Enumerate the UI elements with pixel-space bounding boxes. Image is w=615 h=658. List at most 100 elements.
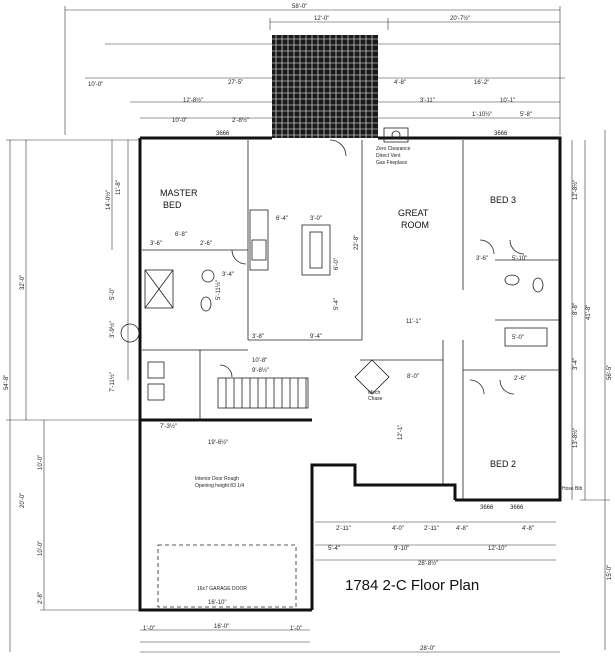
note-mech-1: Mech: [368, 390, 380, 396]
dim-kitchen-c: 6'-0": [334, 258, 340, 270]
dim-top-mid-b: 4'-8": [394, 80, 406, 86]
room-label-great-2: ROOM: [401, 220, 429, 230]
dim-kitchen-e: 9'-4": [310, 334, 322, 340]
dim-left-f: 10'-0": [38, 455, 44, 470]
dim-left-d: 3'-9½": [109, 321, 116, 338]
note-mech-2: Chase: [368, 396, 383, 402]
dim-kitchen-d: 5'-4": [334, 298, 340, 310]
dim-bottom-row2-c: 12'-10": [488, 546, 507, 552]
master-bath-fixtures: [120, 269, 215, 343]
dim-bed3-a: 3'-6": [476, 256, 488, 262]
laundry-fixtures: [147, 361, 165, 401]
dim-right-a: 12'-8½": [572, 180, 579, 200]
fireplace: [383, 127, 409, 143]
dimension-lines-left: [6, 139, 140, 652]
dim-top-right-c: 3'-11": [420, 98, 435, 104]
dimension-text-right: 56'-5" 12'-8½" 41'-8" 8'-8" 3'-4" 13'-8½…: [572, 180, 613, 580]
dim-bottom-row1-b: 4'-0": [392, 526, 404, 532]
dim-bottom-row1-a: 2'-11": [336, 526, 351, 532]
mech-chase: [354, 359, 390, 395]
dim-great-a: 22'-8": [354, 235, 360, 250]
dim-top-right-e: 1'-10½": [472, 111, 492, 118]
dim-bed2-b: 5'-0": [512, 335, 524, 341]
dim-stairs-a: 10'-8": [252, 358, 267, 364]
dim-bottom-row1-e: 4'-8": [522, 526, 534, 532]
dim-top-right-d: 10'-1": [500, 98, 515, 104]
dim-bottom-garage-a: 1'-0": [143, 626, 155, 632]
dim-bottom-garage-c: 1'-0": [290, 626, 302, 632]
dim-bed3-b: 5'-10": [512, 256, 527, 262]
note-fireplace-3: Gas Fireplace: [376, 160, 407, 166]
dim-left-b: 11'-8": [116, 180, 122, 195]
stairs: [217, 377, 309, 409]
dim-top-overall: 58'-0": [292, 4, 307, 10]
dim-top-right-f: 5'-8": [520, 112, 532, 118]
dim-right-overall: 56'-5": [607, 365, 613, 380]
dimension-text-bottom: 2'-11" 4'-0" 2'-11" 4'-8" 4'-8" 5'-4" 9'…: [143, 526, 534, 652]
dim-top-right-a: 20'-7½": [450, 15, 470, 22]
dim-bottom-row1-c: 2'-11": [424, 526, 439, 532]
dim-garage-top: 19'-6½": [208, 439, 228, 446]
dimension-text-interior: 6'-4" 3'-0" 6'-0" 5'-4" 9'-4" 3'-8" 22'-…: [150, 131, 527, 511]
dim-bath-a: 3'-4": [222, 272, 234, 278]
dim-garage-left: 7'-3½": [160, 423, 177, 430]
room-label-bed3: BED 3: [490, 195, 516, 205]
exterior-walls: [138, 136, 562, 612]
dim-left-c: 5'-0": [110, 288, 116, 300]
note-garage-door: 16x7 GARAGE DOOR: [197, 586, 247, 592]
dim-bottom-garage-w: 16'-10": [208, 600, 227, 606]
dim-kitchen-a: 6'-4": [276, 216, 288, 222]
dimension-lines-right: [571, 130, 610, 650]
note-garage-1: Interior Door Rough: [195, 476, 239, 482]
dim-kitchen-f: 3'-8": [252, 334, 264, 340]
dim-window-1: 3666: [216, 131, 230, 137]
dim-top-left-b: 12'-8½": [183, 97, 203, 104]
kitchen-island: [249, 209, 331, 276]
dim-left-g: 20'-0": [20, 493, 26, 508]
dim-left-a: 14'-0½": [105, 190, 112, 210]
dim-bottom-row2-a: 5'-4": [328, 546, 340, 552]
note-garage-2: Opening height 83 1/4: [195, 483, 244, 489]
note-fireplace-2: Direct Vent: [376, 153, 401, 159]
note-fireplace-1: Zero Clearance: [376, 146, 411, 152]
room-label-master-2: BED: [163, 200, 182, 210]
dim-top-left-c: 10'-0": [172, 118, 187, 124]
dim-bath-b: 5'-11½": [215, 280, 222, 300]
dim-left-upper: 32'-0": [20, 275, 26, 290]
dim-top-porch: 12'-0": [314, 16, 329, 22]
dim-bottom-row1-d: 4'-8": [456, 526, 468, 532]
dim-master-b: 3'-6": [150, 241, 162, 247]
dim-bottom-overall: 28'-0": [420, 646, 435, 652]
interior-walls: [142, 140, 560, 500]
dim-left-e: 7'-11½": [109, 372, 116, 392]
dim-left-i: 2'-8": [38, 592, 44, 604]
dim-right-b: 41'-8": [586, 305, 592, 320]
dim-bed2-a: 2'-6": [514, 376, 526, 382]
dim-right-d: 3'-4": [573, 358, 579, 370]
hall-bath-fixtures: [504, 274, 548, 347]
dim-bottom-row3: 28'-8½": [418, 560, 438, 567]
dim-master-c: 2'-6": [200, 241, 212, 247]
room-labels: MASTER BED GREAT ROOM BED 3 BED 2: [160, 188, 516, 469]
garage-door: [157, 544, 297, 608]
room-label-master: MASTER: [160, 188, 198, 198]
note-hose-bib: Hose Bib: [562, 486, 583, 492]
room-label-bed2: BED 2: [490, 459, 516, 469]
dimension-lines-bottom: [140, 521, 560, 653]
dim-window-2: 3666: [494, 131, 508, 137]
dim-top-left-d: 2'-8½": [232, 117, 249, 124]
dim-bottom-garage-b: 16'-0": [214, 624, 229, 630]
dim-right-c: 8'-8": [573, 303, 579, 315]
dim-top-left-a: 10'-0": [88, 82, 103, 88]
dim-stairs-b: 9'-8½": [252, 367, 269, 374]
dim-hall-b: 8'-0": [407, 374, 419, 380]
dim-window-4: 3666: [510, 505, 524, 511]
dimension-text-top: 58'-0" 12'-0" 20'-7½" 10'-0" 27'-5" 4'-8…: [88, 4, 532, 124]
dim-left-overall: 54'-8": [4, 375, 10, 390]
dim-right-f: 15'-0": [607, 565, 613, 580]
dim-hall-a: 12'-1": [398, 425, 404, 440]
dim-master-a: 6'-8": [175, 232, 187, 238]
dim-kitchen-b: 3'-0": [310, 216, 322, 222]
